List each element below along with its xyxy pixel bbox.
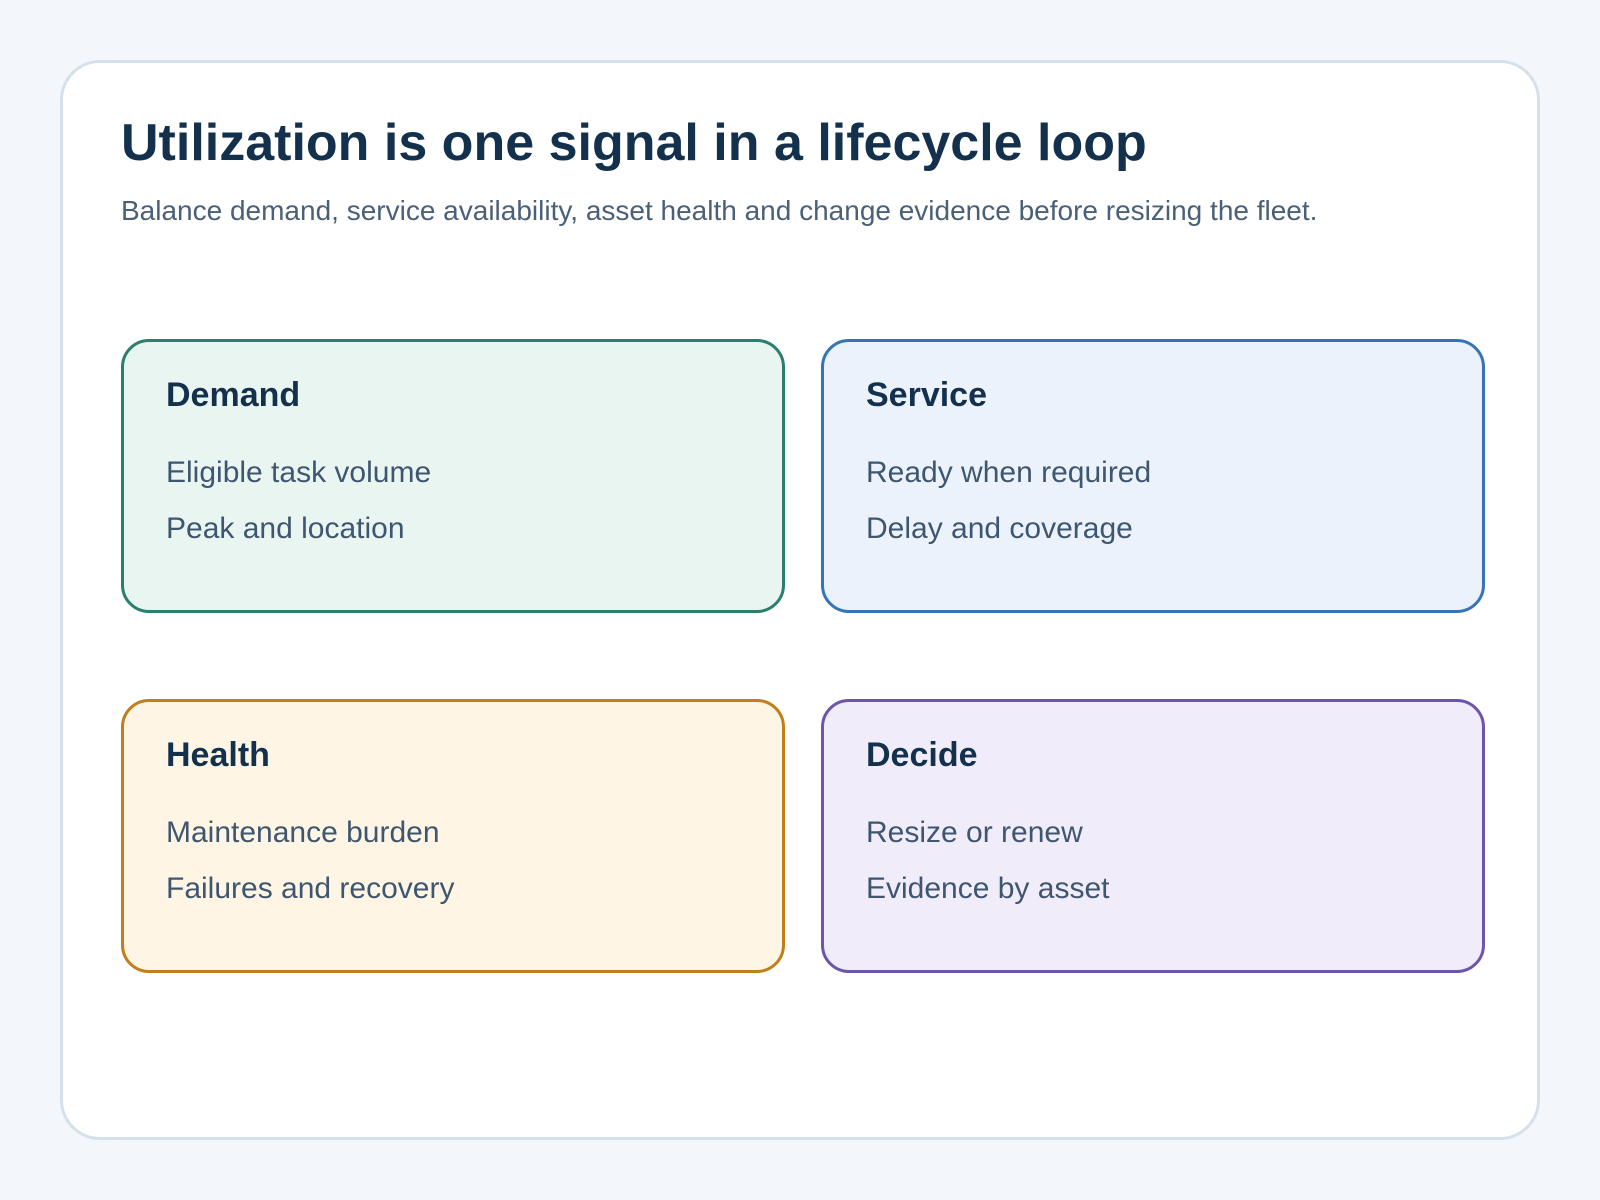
panel-line: Ready when required: [866, 456, 1152, 489]
panel-line: Failures and recovery: [166, 872, 455, 905]
panel-health: Health Maintenance burden Failures and r…: [121, 699, 785, 973]
panel-line: Maintenance burden: [166, 816, 440, 849]
page-subtitle: Balance demand, service availability, as…: [121, 195, 1318, 226]
panel-service: Service Ready when required Delay and co…: [821, 339, 1485, 613]
panel-heading: Demand: [166, 376, 301, 414]
panel-decide: Decide Resize or renew Evidence by asset: [821, 699, 1485, 973]
panel-line: Resize or renew: [866, 816, 1083, 849]
panel-line: Delay and coverage: [866, 512, 1133, 545]
panel-heading: Health: [166, 736, 270, 774]
panel-heading: Service: [866, 376, 987, 414]
page-title: Utilization is one signal in a lifecycle…: [121, 114, 1147, 172]
panel-demand: Demand Eligible task volume Peak and loc…: [121, 339, 785, 613]
diagram-card: Utilization is one signal in a lifecycle…: [60, 60, 1540, 1140]
panel-line: Eligible task volume: [166, 456, 432, 489]
panel-line: Peak and location: [166, 512, 405, 545]
panel-heading: Decide: [866, 736, 978, 774]
panel-line: Evidence by asset: [866, 872, 1110, 905]
